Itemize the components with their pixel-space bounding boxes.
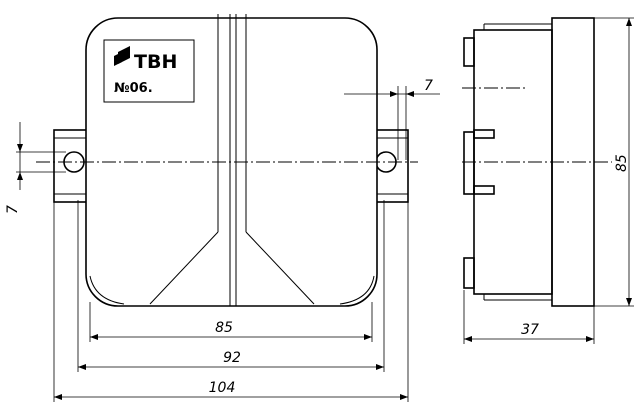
height-dimension: 85 — [594, 17, 634, 307]
front-width-dimension: 85 — [90, 320, 372, 340]
nameplate-serial: №06. — [114, 81, 153, 96]
side-bottom-tab — [463, 257, 475, 289]
front-width-label: 85 — [215, 320, 233, 336]
left-mounting-bracket — [53, 129, 91, 203]
slot-height-label: 7 — [5, 205, 21, 214]
side-view — [462, 17, 612, 307]
slot-height-dimension: 7 — [5, 122, 66, 214]
side-top-tab — [463, 37, 475, 67]
slot-offset-dimension: 7 — [344, 78, 440, 160]
mount-width-label: 92 — [223, 350, 241, 366]
side-middle-bracket — [463, 129, 495, 195]
mount-width-dimension: 92 — [78, 350, 384, 370]
height-label: 85 — [614, 154, 630, 172]
center-rib — [149, 14, 315, 306]
overall-width-label: 104 — [209, 380, 236, 396]
depth-dimension: 37 — [463, 290, 595, 344]
front-view: ТВН №06. — [36, 14, 418, 307]
housing-inner-edge — [89, 275, 125, 305]
nameplate-brand: ТВН — [134, 51, 177, 73]
depth-label: 37 — [521, 322, 539, 338]
slot-offset-label: 7 — [424, 78, 433, 94]
nameplate: ТВН №06. — [103, 39, 195, 103]
overall-width-dimension: 104 — [54, 380, 408, 400]
